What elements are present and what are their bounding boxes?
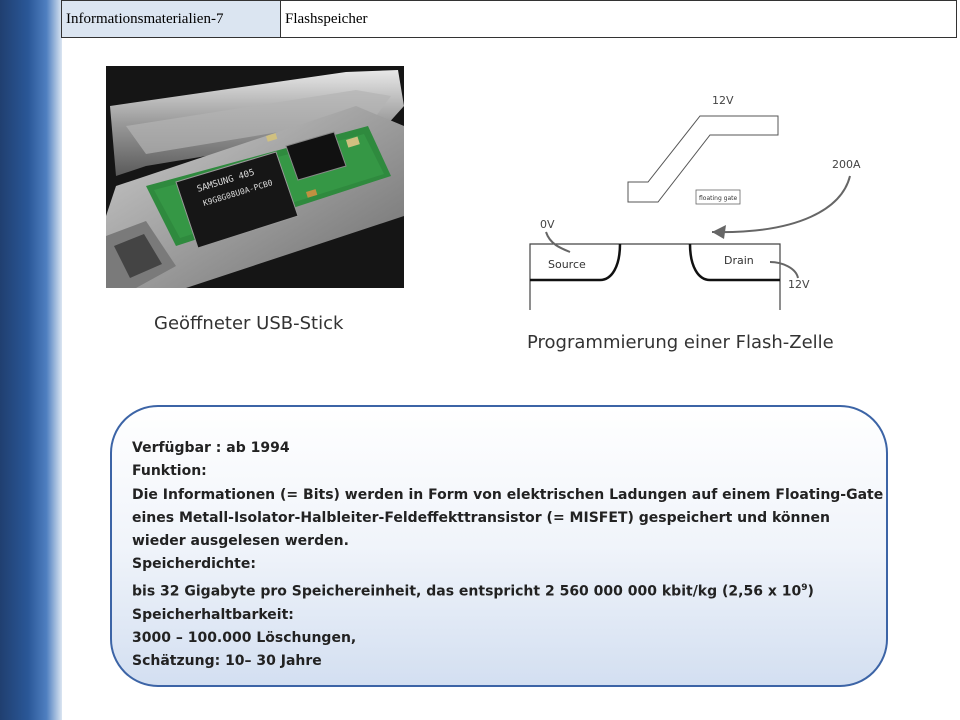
function-heading: Funktion: <box>132 463 207 480</box>
retention-cycles: 3000 – 100.000 Löschungen, <box>132 630 357 647</box>
photo-caption: Geöffneter USB-Stick <box>154 313 344 334</box>
usb-stick-illustration: SAMSUNG 405 K9G8G08U0A-PCB0 <box>106 66 404 288</box>
usb-stick-photo: SAMSUNG 405 K9G8G08U0A-PCB0 <box>106 66 404 288</box>
info-box <box>110 405 888 687</box>
diagram-caption: Programmierung einer Flash-Zelle <box>527 332 834 353</box>
floating-gate-box <box>695 189 741 205</box>
side-bar <box>0 0 62 720</box>
retention-estimate: Schätzung: 10– 30 Jahre <box>132 653 322 670</box>
density-text-main: bis 32 Gigabyte pro Speichereinheit, das… <box>132 583 802 600</box>
header-cell-category: Informationsmaterialien-7 <box>61 0 281 38</box>
source-voltage-label: 0V <box>540 218 555 231</box>
retention-heading: Speicherhaltbarkeit: <box>132 606 294 623</box>
flash-cell-diagram: 12V floating gate 200A Source 0V Drain 1… <box>529 94 861 310</box>
density-exponent: 9 <box>801 582 808 593</box>
density-heading: Speicherdichte: <box>132 556 256 573</box>
header-cell-title: Flashspeicher <box>280 0 957 38</box>
current-label: 200A <box>832 158 861 171</box>
density-text: bis 32 Gigabyte pro Speichereinheit, das… <box>132 577 872 604</box>
density-text-end: ) <box>807 583 814 600</box>
availability-line: Verfügbar : ab 1994 <box>132 440 290 456</box>
drain-label: Drain <box>724 254 754 267</box>
current-arrow-icon <box>712 225 726 239</box>
drain-voltage-label: 12V <box>788 278 810 291</box>
function-text-2: eines Metall-Isolator-Halbleiter-Feldeff… <box>132 509 830 526</box>
function-text-1: Die Informationen (= Bits) werden in For… <box>132 486 884 503</box>
info-text: Verfügbar : ab 1994 Funktion: Die Inform… <box>132 437 884 674</box>
floating-gate-label: floating gate <box>699 195 738 202</box>
header-table: Informationsmaterialien-7 Flashspeicher <box>61 0 957 38</box>
source-label: Source <box>548 258 586 271</box>
gate-voltage-label: 12V <box>712 94 734 107</box>
function-text-3: wieder ausgelesen werden. <box>132 533 349 550</box>
